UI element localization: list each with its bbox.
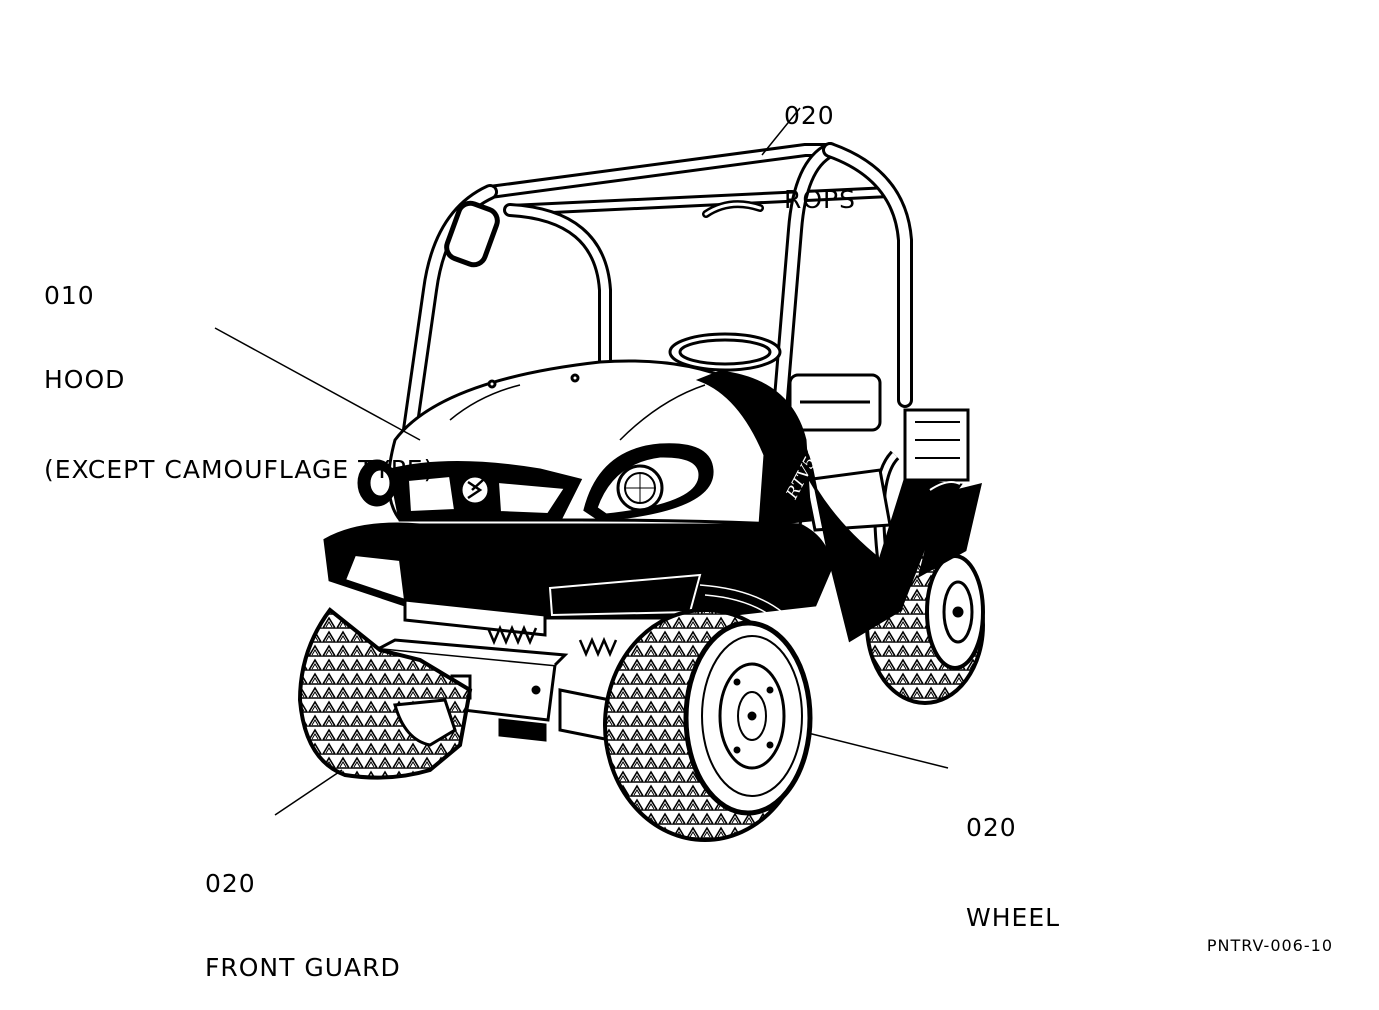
front-left-wheel (297, 607, 473, 780)
callout-front-guard-number: 020 (205, 869, 256, 898)
leader-front-guard (274, 769, 343, 816)
leader-wheel (807, 732, 949, 769)
front-right-wheel (603, 608, 813, 842)
callout-wheel-label: WHEEL (966, 903, 1061, 932)
callout-rops: 020 ROPS (784, 46, 856, 242)
callout-wheel-number: 020 (966, 813, 1017, 842)
leader-lines (214, 107, 949, 816)
leader-rops (761, 107, 801, 156)
callout-hood: 010 HOOD (EXCEPT CAMOUFLAGE TYPE) (44, 226, 434, 512)
callout-hood-note: (EXCEPT CAMOUFLAGE TYPE) (44, 455, 435, 484)
callout-wheel: 020 WHEEL (966, 758, 1060, 960)
leader-hood (214, 327, 421, 441)
callout-rops-number: 020 (784, 101, 835, 130)
callout-hood-label: HOOD (44, 365, 126, 394)
front-bumper (323, 522, 832, 641)
callout-hood-number: 010 (44, 281, 95, 310)
front-grille (357, 443, 714, 522)
rops-frame (402, 142, 913, 478)
callout-rops-label: ROPS (784, 185, 856, 214)
callout-front-guard-label: FRONT GUARD (205, 953, 401, 982)
callout-front-guard: 020 FRONT GUARD (205, 814, 401, 1010)
sheet-code: PNTRV-006-10 (1206, 936, 1333, 955)
